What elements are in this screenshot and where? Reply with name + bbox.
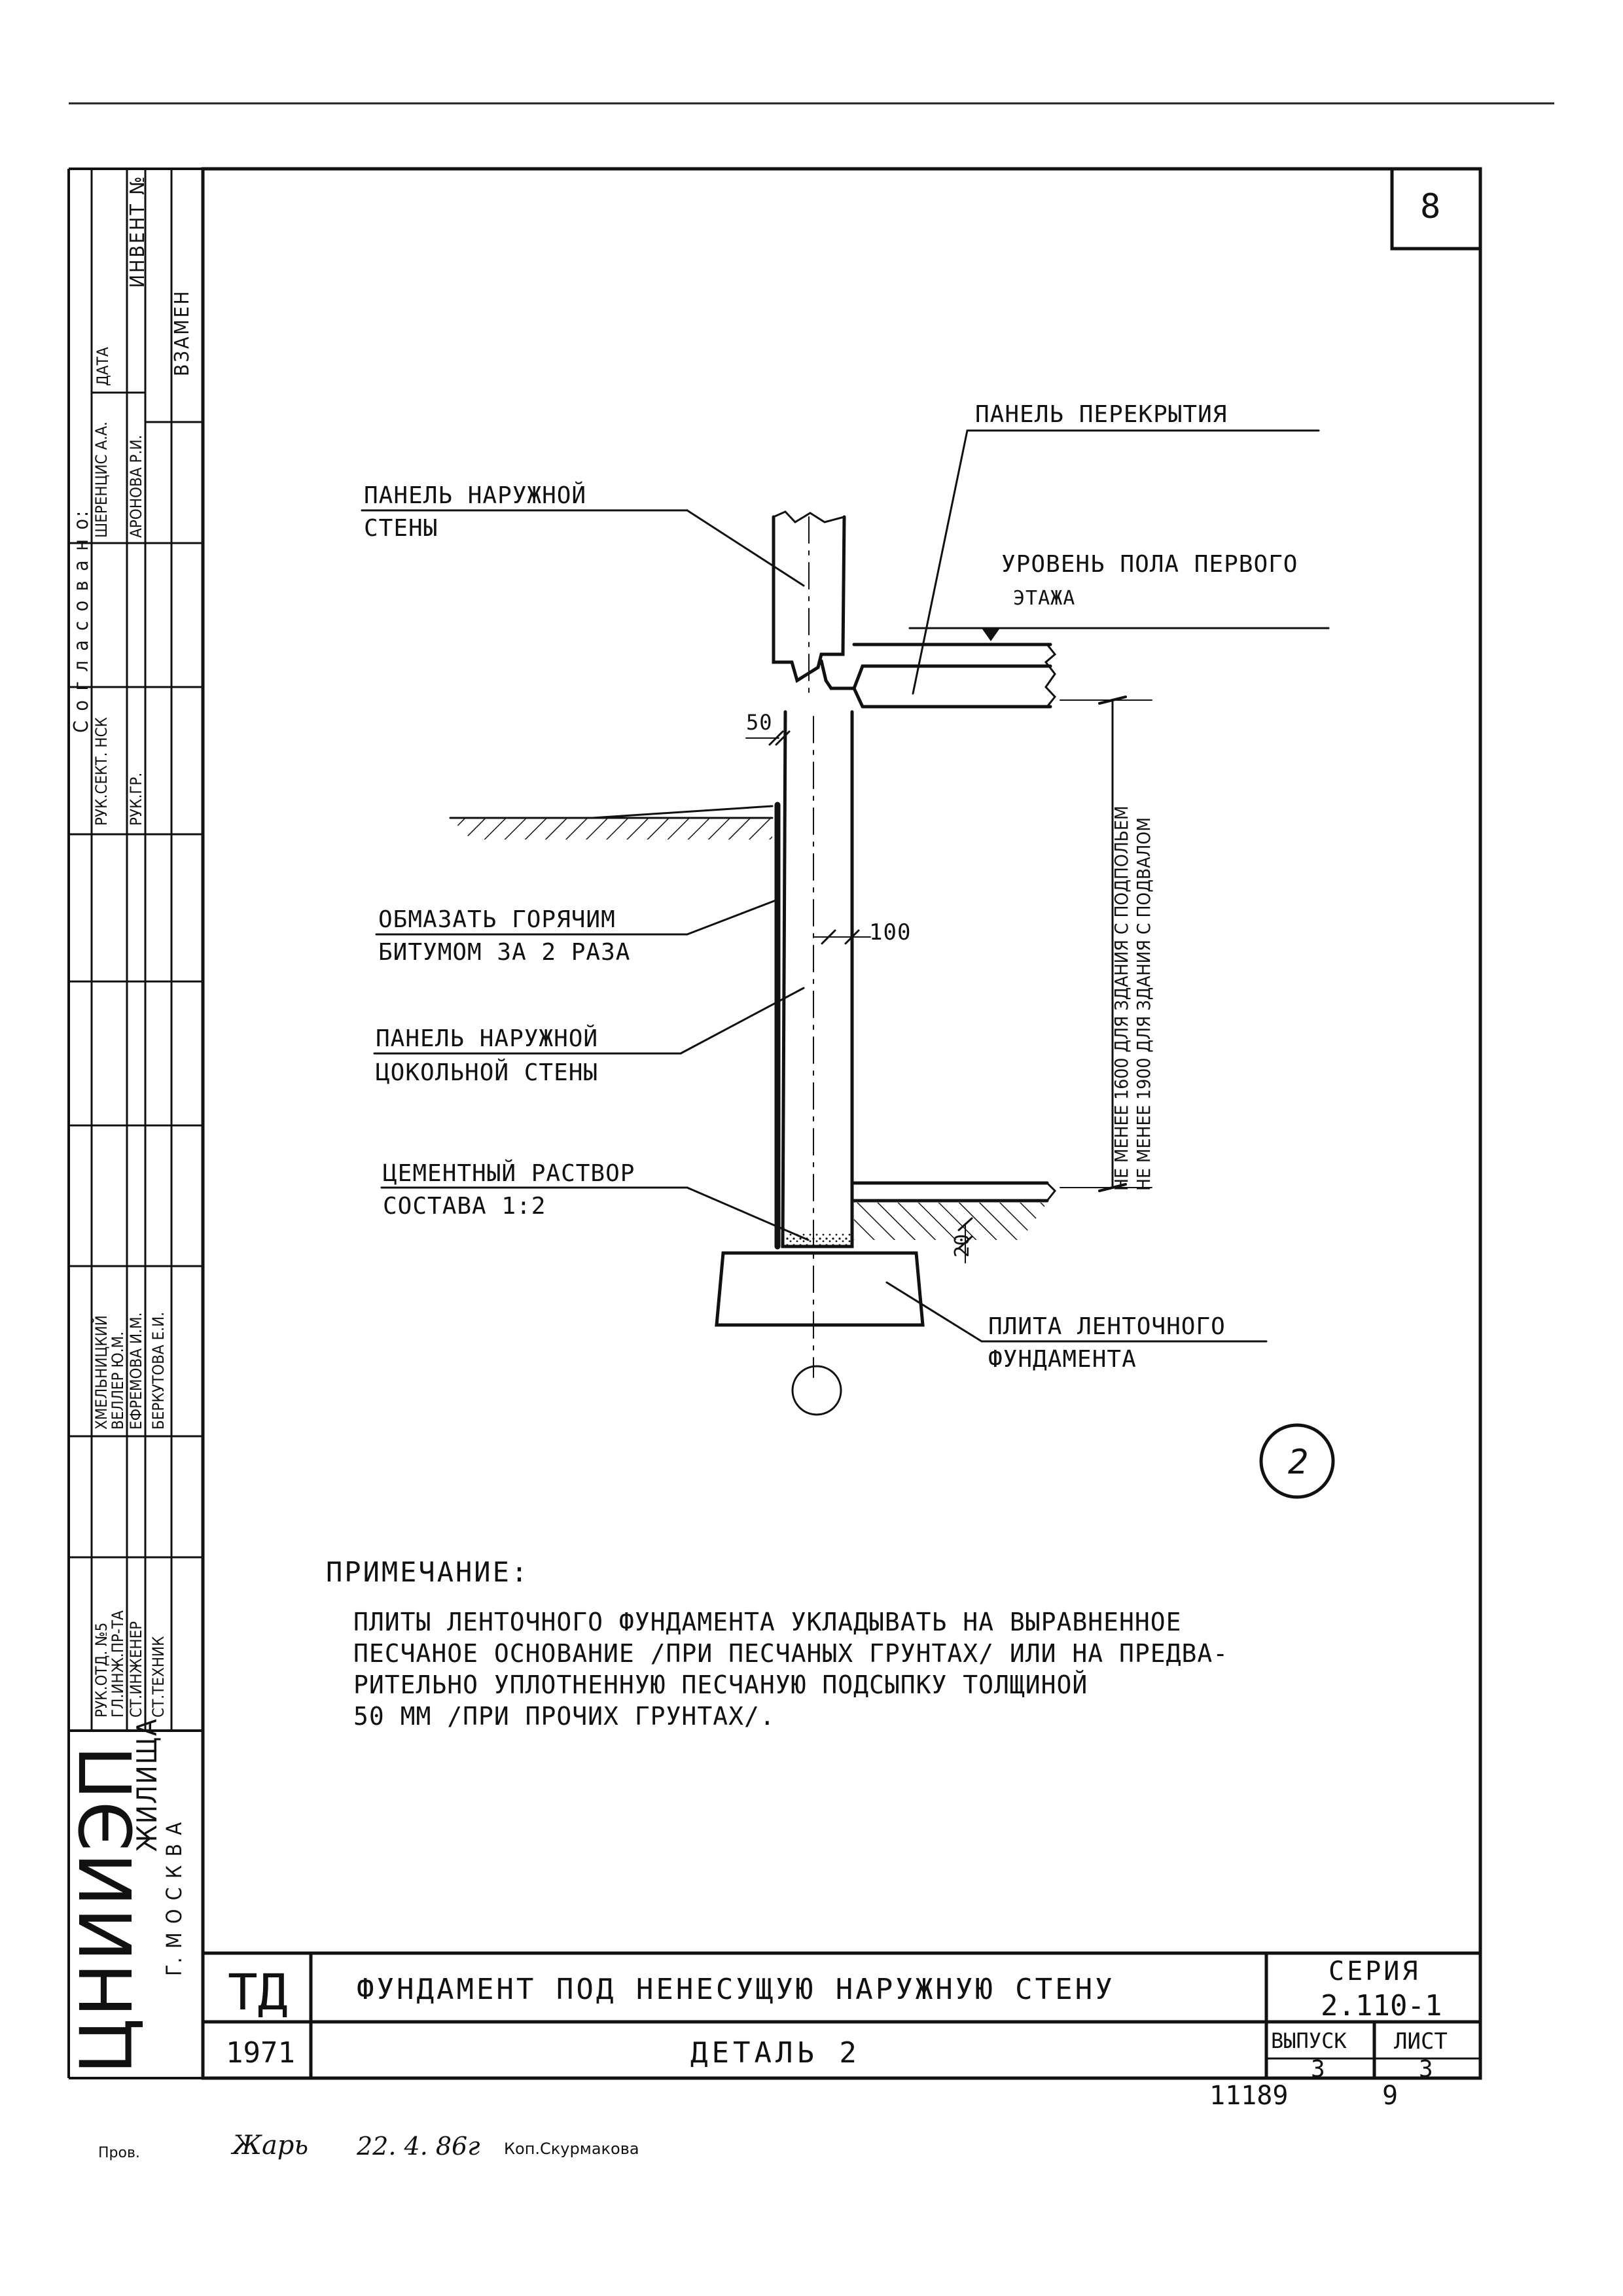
tb-issue-value: 3 — [1311, 2056, 1325, 2083]
label-strip-1: ПЛИТА ЛЕНТОЧНОГО — [988, 1313, 1226, 1340]
tb-series-value: 2.110-1 — [1321, 1989, 1442, 2022]
dim-20: 20 — [951, 1233, 974, 1258]
author-role-1: РУК.ОТД. №5 — [92, 1622, 111, 1718]
mortar-joint — [785, 1233, 852, 1248]
author-name-2: ВЕЛЛЕР Ю.М. — [109, 1331, 127, 1430]
height-note-2: НЕ МЕНЕЕ 1900 ДЛЯ ЗДАНИЯ С ПОДВАЛОМ — [1133, 817, 1154, 1191]
label-ext-wall-2: СТЕНЫ — [364, 515, 438, 542]
org-sub: ЖИЛИЩА — [131, 1718, 163, 1852]
org-city: Г. М О С К В А — [162, 1820, 187, 1976]
note-line-1: ПЛИТЫ ЛЕНТОЧНОГО ФУНДАМЕНТА УКЛАДЫВАТЬ Н… — [353, 1608, 1182, 1636]
tb-code: ТД — [228, 1963, 288, 2021]
floor-slab — [819, 659, 1052, 690]
approval-role-1: РУК.СЕКТ. НСК — [92, 717, 111, 826]
detail-drawing — [361, 429, 1335, 1499]
note-line-3: РИТЕЛЬНО УПЛОТНЕННУЮ ПЕСЧАНУЮ ПОДСЫПКУ Т… — [353, 1670, 1088, 1699]
author-name-3: ЕФРЕМОВА И.М. — [127, 1312, 145, 1430]
approval-replace-header: ВЗАМЕН — [171, 289, 194, 376]
label-floor-level-1: УРОВЕНЬ ПОЛА ПЕРВОГО — [1001, 551, 1298, 578]
label-floor-level-2: ЭТАЖА — [1013, 587, 1076, 610]
tb-sheet-value: 3 — [1419, 2056, 1433, 2083]
upper-wall-panel — [772, 515, 846, 683]
note-title: ПРИМЕЧАНИЕ: — [326, 1556, 530, 1588]
footer-check-label: Пров. — [98, 2145, 140, 2161]
axis-bubble — [791, 1365, 842, 1416]
detail-circle — [1259, 1423, 1335, 1499]
author-name-4: БЕРКУТОВА Е.И. — [149, 1311, 168, 1430]
approval-title: С о г л а с о в а н о: — [70, 508, 93, 733]
label-bitumen-2: БИТУМОМ ЗА 2 РАЗА — [378, 939, 631, 966]
tb-subtitle: ДЕТАЛЬ 2 — [690, 2036, 861, 2070]
tb-title: ФУНДАМЕНТ ПОД НЕНЕСУЩУЮ НАРУЖНУЮ СТЕНУ — [357, 1973, 1115, 2006]
label-plinth-1: ПАНЕЛЬ НАРУЖНОЙ — [376, 1025, 599, 1052]
label-mortar-1: ЦЕМЕНТНЫЙ РАСТВОР — [383, 1160, 635, 1187]
footer-page: 9 — [1382, 2081, 1399, 2111]
tb-issue-label: ВЫПУСК — [1271, 2028, 1347, 2053]
tb-year: 1971 — [226, 2036, 295, 2070]
author-role-2: ГЛ.ИНЖ.ПР-ТА — [109, 1610, 127, 1718]
author-role-4: СТ.ТЕХНИК — [149, 1636, 168, 1718]
label-mortar-2: СОСТАВА 1:2 — [383, 1193, 546, 1220]
dim-100: 100 — [869, 919, 912, 945]
approval-name-1: ШЕРЕНЦИС А.А. — [92, 421, 111, 538]
author-name-1: ХМЕЛЬНИЦКИЙ — [92, 1315, 111, 1430]
label-strip-2: ФУНДАМЕНТА — [988, 1346, 1137, 1373]
title-block-grid — [203, 1951, 1480, 2078]
footer-date: 22. 4. 86г — [357, 2132, 480, 2161]
footer-signature: Жарь — [232, 2130, 309, 2161]
approval-invent-header: ИНВЕНТ № — [126, 174, 149, 289]
height-note-1: НЕ МЕНЕЕ 1600 ДЛЯ ЗДАНИЯ С ПОДПОЛЬЕМ — [1111, 805, 1132, 1191]
sheet-number-box — [1390, 167, 1482, 251]
strip-foundation — [715, 1251, 925, 1327]
label-floor-panel: ПАНЕЛЬ ПЕРЕКРЫТИЯ — [975, 401, 1228, 428]
approval-date-header: ДАТА — [94, 347, 112, 386]
author-role-3: СТ.ИНЖЕНЕР — [127, 1621, 145, 1718]
approval-strip — [67, 168, 203, 2079]
label-plinth-2: ЦОКОЛЬНОЙ СТЕНЫ — [376, 1059, 599, 1086]
plinth-wall-panel — [781, 710, 854, 1248]
approval-role-2: РУК.ГР. — [127, 772, 145, 826]
tb-series-label: СЕРИЯ — [1329, 1956, 1421, 1987]
tb-sheet-label: ЛИСТ — [1394, 2028, 1448, 2055]
label-ext-wall-1: ПАНЕЛЬ НАРУЖНОЙ — [364, 482, 587, 509]
dim-50: 50 — [746, 710, 773, 735]
footer-copied: Коп.Скурмакова — [504, 2140, 639, 2158]
sheet-frame — [201, 167, 1482, 2080]
note-line-2: ПЕСЧАНОЕ ОСНОВАНИЕ /ПРИ ПЕСЧАНЫХ ГРУНТАХ… — [353, 1639, 1229, 1668]
sheet-number: 8 — [1420, 187, 1441, 226]
detail-number: 2 — [1288, 1443, 1309, 1482]
label-bitumen-1: ОБМАЗАТЬ ГОРЯЧИМ — [378, 906, 616, 933]
note-line-4: 50 ММ /ПРИ ПРОЧИХ ГРУНТАХ/. — [353, 1702, 776, 1731]
footer-doc-no: 11189 — [1209, 2081, 1289, 2111]
approval-name-2: АРОНОВА Р.И. — [127, 434, 145, 538]
